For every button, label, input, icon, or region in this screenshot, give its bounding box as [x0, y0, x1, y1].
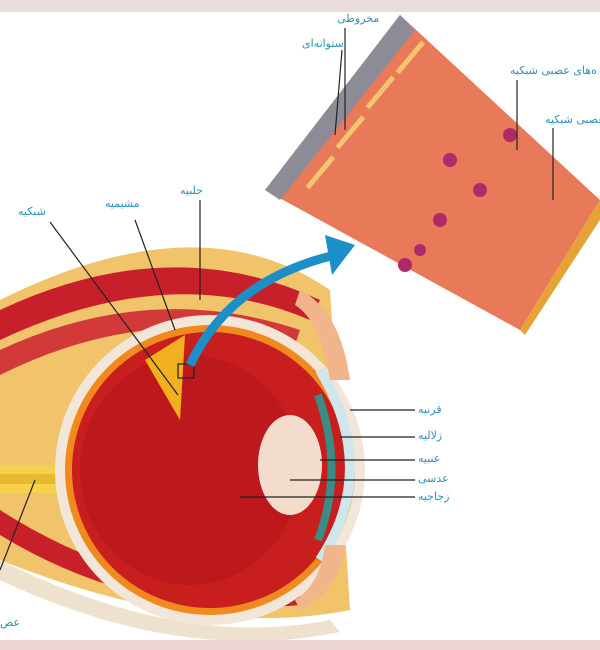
- retina-inset: [265, 15, 600, 335]
- label-retinal-neurons: ه‌های عصبی شبکیه: [510, 64, 597, 77]
- label-cornea: قرنیه: [418, 403, 442, 416]
- label-rod: استوانه‌ای: [302, 37, 347, 50]
- label-vitreous: زجاجیه: [418, 490, 450, 503]
- upper-eyelid: [295, 290, 350, 380]
- label-lens: عدسی: [418, 472, 449, 485]
- label-retinal-nerve: عصبی شبکیه: [545, 113, 600, 126]
- lens: [258, 415, 322, 515]
- upper-muscle: [0, 267, 320, 340]
- cornea: [315, 367, 355, 563]
- label-optic-nerve: عص: [0, 616, 21, 629]
- zoom-box: [177, 363, 195, 379]
- label-retina: شبکیه: [18, 205, 46, 218]
- label-sclera: حلبیه: [180, 184, 203, 197]
- arrow-head-icon: [325, 235, 355, 275]
- label-choroid: مشیمیه: [105, 197, 140, 210]
- video-bottom-strip: [0, 640, 600, 650]
- lower-eyelid: [295, 545, 345, 610]
- label-iris: عنبیه: [418, 452, 441, 465]
- label-aqueous: زلالیه: [418, 429, 443, 442]
- iris: [314, 393, 336, 542]
- video-top-strip: [0, 0, 600, 12]
- label-cone: مخروطی: [337, 12, 380, 25]
- bone: [0, 560, 340, 642]
- zoom-arrow: [185, 250, 337, 367]
